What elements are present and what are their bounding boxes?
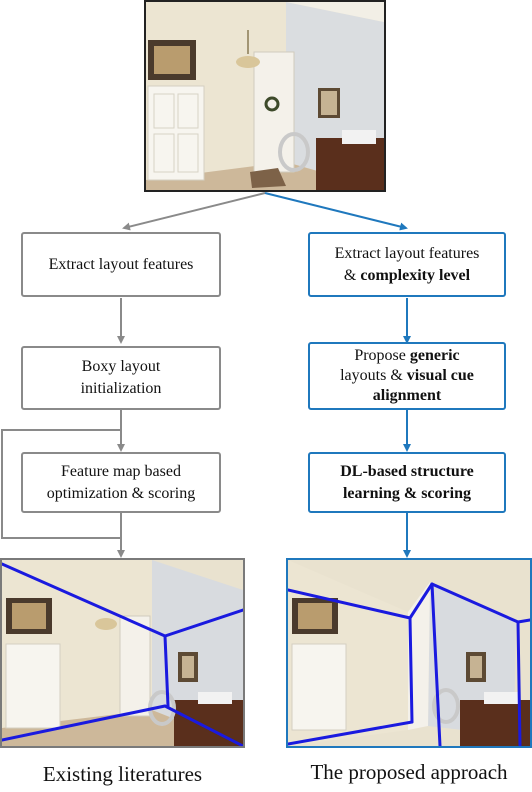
proposed-result-photo	[286, 558, 532, 748]
left-step2-line1: Boxy layout	[81, 358, 161, 375]
right-step2-mid: layouts &	[340, 367, 407, 384]
feedback-loop	[1, 429, 121, 539]
caption-left-text: Existing literatures	[42, 762, 203, 786]
left-step-boxy-init: Boxy layout initialization	[21, 346, 221, 410]
existing-layout-overlay	[2, 560, 243, 746]
existing-result-photo	[0, 558, 245, 748]
left-step-extract-features: Extract layout features	[21, 232, 221, 297]
right-step2-bold3: alignment	[372, 387, 442, 404]
caption-proposed-approach: The proposed approach	[286, 760, 532, 785]
right-step2-pre: Propose	[354, 347, 410, 364]
right-step-dl-structure-learning: DL-based structure learning & scoring	[308, 452, 506, 513]
right-step1-bold: complexity level	[360, 266, 471, 284]
proposed-layout-overlay	[288, 560, 530, 746]
right-step1-line1: Extract layout features	[334, 244, 480, 262]
left-step1-text: Extract layout features	[48, 255, 194, 273]
arrow-photo-to-left	[122, 192, 266, 231]
right-step1-amp: &	[343, 266, 361, 284]
right-step-extract-features: Extract layout features & complexity lev…	[308, 232, 506, 297]
right-step2-bold2: visual cue	[406, 367, 474, 384]
right-step3-bold1: DL-based structure	[340, 462, 474, 480]
left-step3-line2: optimization & scoring	[46, 484, 196, 502]
input-room-photo	[144, 0, 386, 192]
right-step2-bold1: generic	[409, 347, 460, 364]
caption-right-text: The proposed approach	[310, 760, 508, 784]
left-step3-line1: Feature map based	[61, 462, 181, 480]
arrow-photo-to-right	[264, 192, 408, 231]
left-step2-line2: initialization	[80, 380, 162, 397]
right-step3-bold2: learning & scoring	[342, 484, 471, 502]
caption-existing-literatures: Existing literatures	[0, 762, 245, 787]
room-scene-illustration	[146, 2, 384, 190]
right-step-propose-layouts: Propose generic layouts & visual cue ali…	[308, 342, 506, 410]
left-step-optimization-scoring: Feature map based optimization & scoring	[21, 452, 221, 513]
